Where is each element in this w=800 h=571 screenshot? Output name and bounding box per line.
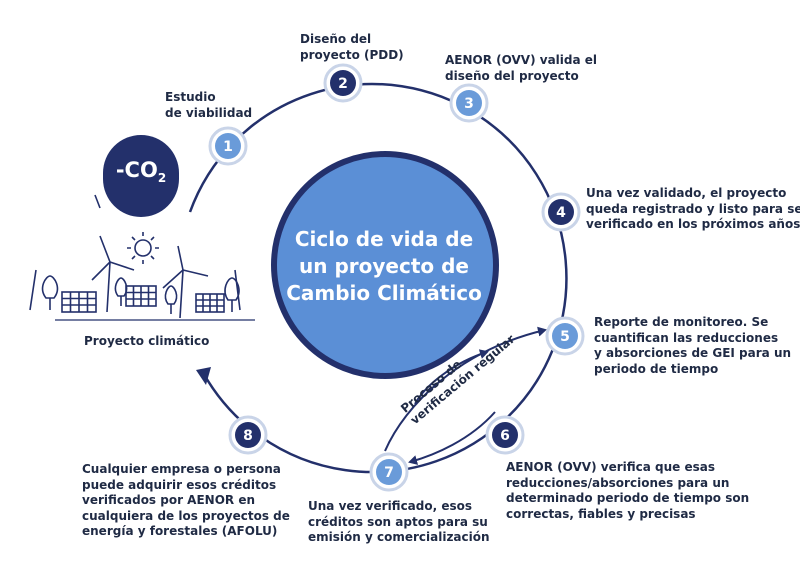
step-label-line: Reporte de monitoreo. Se (594, 315, 769, 329)
step-number: 5 (560, 329, 570, 345)
center-title-line: Ciclo de vida de (294, 227, 474, 251)
step-label-line: AENOR (OVV) valida el (445, 53, 598, 67)
step-label-line: puede adquirir esos créditos (82, 477, 277, 492)
step-badge-6: 6 (485, 415, 525, 455)
step-label-line: Cualquier empresa o persona (82, 462, 281, 476)
center-title-line: Cambio Climático (286, 281, 482, 305)
step-badge-3: 3 (449, 83, 489, 123)
verification-arrow-outer (384, 326, 547, 452)
step-number: 7 (384, 465, 394, 481)
step-label-line: créditos son aptos para su (308, 514, 488, 529)
step-number: 6 (500, 428, 510, 444)
step-badge-1: 1 (208, 126, 248, 166)
co2-label: -CO2 (115, 158, 167, 186)
center-title-line: un proyecto de (299, 254, 469, 278)
step-badge-8: 8 (228, 415, 268, 455)
step-number: 4 (556, 205, 566, 221)
step-number: 3 (464, 96, 474, 112)
step-label-line: energía y forestales (AFOLU) (82, 524, 278, 538)
step-label-line: Una vez validado, el proyecto (586, 186, 787, 200)
step-badge-7: 7 (369, 452, 409, 492)
step-label-line: verificados por AENOR en (82, 493, 256, 507)
step-label-line: emisión y comercialización (308, 530, 490, 544)
project-label: Proyecto climático (84, 334, 210, 348)
step-number: 8 (243, 428, 253, 444)
step-label-line: AENOR (OVV) verifica que esas (506, 460, 715, 474)
tree-icon (41, 275, 59, 310)
cycle-ring (188, 82, 568, 474)
step-label-line: queda registrado y listo para ser (586, 201, 800, 216)
step-label-line: cuantifican las reducciones (594, 330, 779, 345)
step-label-line: y absorciones de GEI para un (594, 346, 792, 360)
solar-panel-icon (195, 293, 225, 313)
center-title: Ciclo de vida de un proyecto de Cambio C… (286, 226, 482, 307)
step-label-line: reducciones/absorciones para un (506, 475, 730, 490)
step-label-line: cualquiera de los proyectos de (82, 508, 290, 523)
step-badges: 1 2 3 4 5 6 7 8 (208, 63, 585, 492)
center-circle (271, 151, 499, 379)
step-label-line: periodo de tiempo (594, 361, 719, 376)
step-badge-5: 5 (545, 316, 585, 356)
ring-arrowhead (196, 367, 211, 385)
step-label-line: determinado periodo de tiempo son (506, 491, 750, 505)
solar-panel-icon (125, 285, 157, 307)
tree-icon (114, 277, 128, 306)
step-label-line: Una vez verificado, esos (308, 499, 473, 513)
step-number: 1 (223, 139, 233, 155)
climate-project-illustration (29, 194, 255, 321)
step-badge-2: 2 (323, 63, 363, 103)
step-label-line: correctas, fiables y precisas (506, 506, 696, 521)
step-label-line: Diseño del (300, 32, 372, 46)
verification-arrow-return (408, 411, 496, 465)
step-badge-4: 4 (541, 192, 581, 232)
wind-turbine-icon (91, 235, 135, 313)
step-label-line: Estudio (165, 90, 216, 104)
tree-icon (224, 277, 240, 312)
co2-badge (103, 135, 179, 217)
sun-icon (127, 232, 159, 264)
verification-arrow-inner (414, 349, 489, 405)
step-label-line: verificado en los próximos años (586, 217, 800, 231)
tree-icon (164, 285, 178, 314)
step-label-line: proyecto (PDD) (300, 47, 404, 62)
wind-turbine-icon (162, 245, 209, 319)
step-label-line: diseño del proyecto (445, 68, 579, 83)
step-number: 2 (338, 76, 348, 92)
step-label-line: de viabilidad (165, 105, 253, 120)
solar-panel-icon (61, 291, 97, 313)
